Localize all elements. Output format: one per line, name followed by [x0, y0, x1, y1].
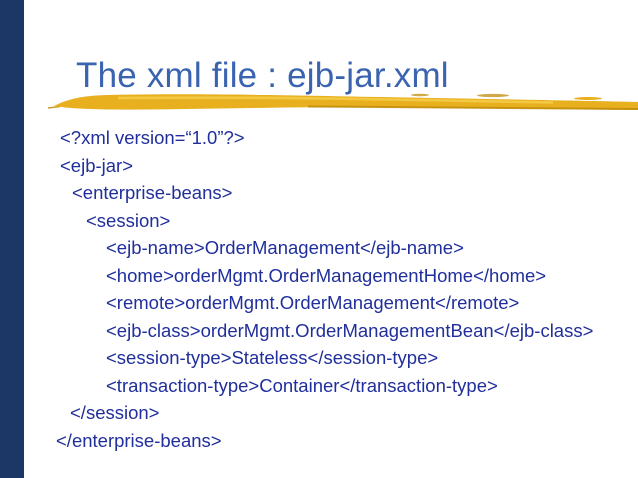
code-line-11: </session> [70, 402, 160, 423]
xml-code-block: <?xml version=“1.0”?> <ejb-jar> <enterpr… [0, 124, 638, 454]
code-line-2: <ejb-jar> [60, 154, 134, 176]
code-line-10: <transaction-type>Container</transaction… [106, 374, 498, 396]
brush-highlight [117, 96, 554, 104]
code-line-7: <remote>orderMgmt.OrderManagement</remot… [106, 292, 520, 313]
code-line-9: <session-type>Stateless</session-type> [106, 347, 439, 368]
brush-tip-wisp [48, 105, 61, 109]
code-line-8: <ejb-class>orderMgmt.OrderManagementBean… [106, 319, 594, 341]
title-underline-brush-icon [48, 93, 638, 110]
code-line-1: <?xml version=“1.0”?> [60, 127, 245, 148]
code-line-5: <ejb-name>OrderManagement</ejb-name> [106, 237, 464, 258]
brush-speckle [411, 93, 429, 97]
brush-speckle [574, 97, 602, 100]
code-line-6: <home>orderMgmt.OrderManagementHome</hom… [106, 264, 547, 286]
brush-speckle [477, 93, 509, 98]
code-line-3: <enterprise-beans> [72, 182, 233, 203]
code-line-4: <session> [86, 209, 171, 231]
slide-title: The xml file : ejb-jar.xml [76, 56, 449, 95]
brush-shadow-streak [307, 105, 638, 110]
left-accent-bar [0, 0, 24, 478]
code-line-12: </enterprise-beans> [56, 429, 222, 451]
